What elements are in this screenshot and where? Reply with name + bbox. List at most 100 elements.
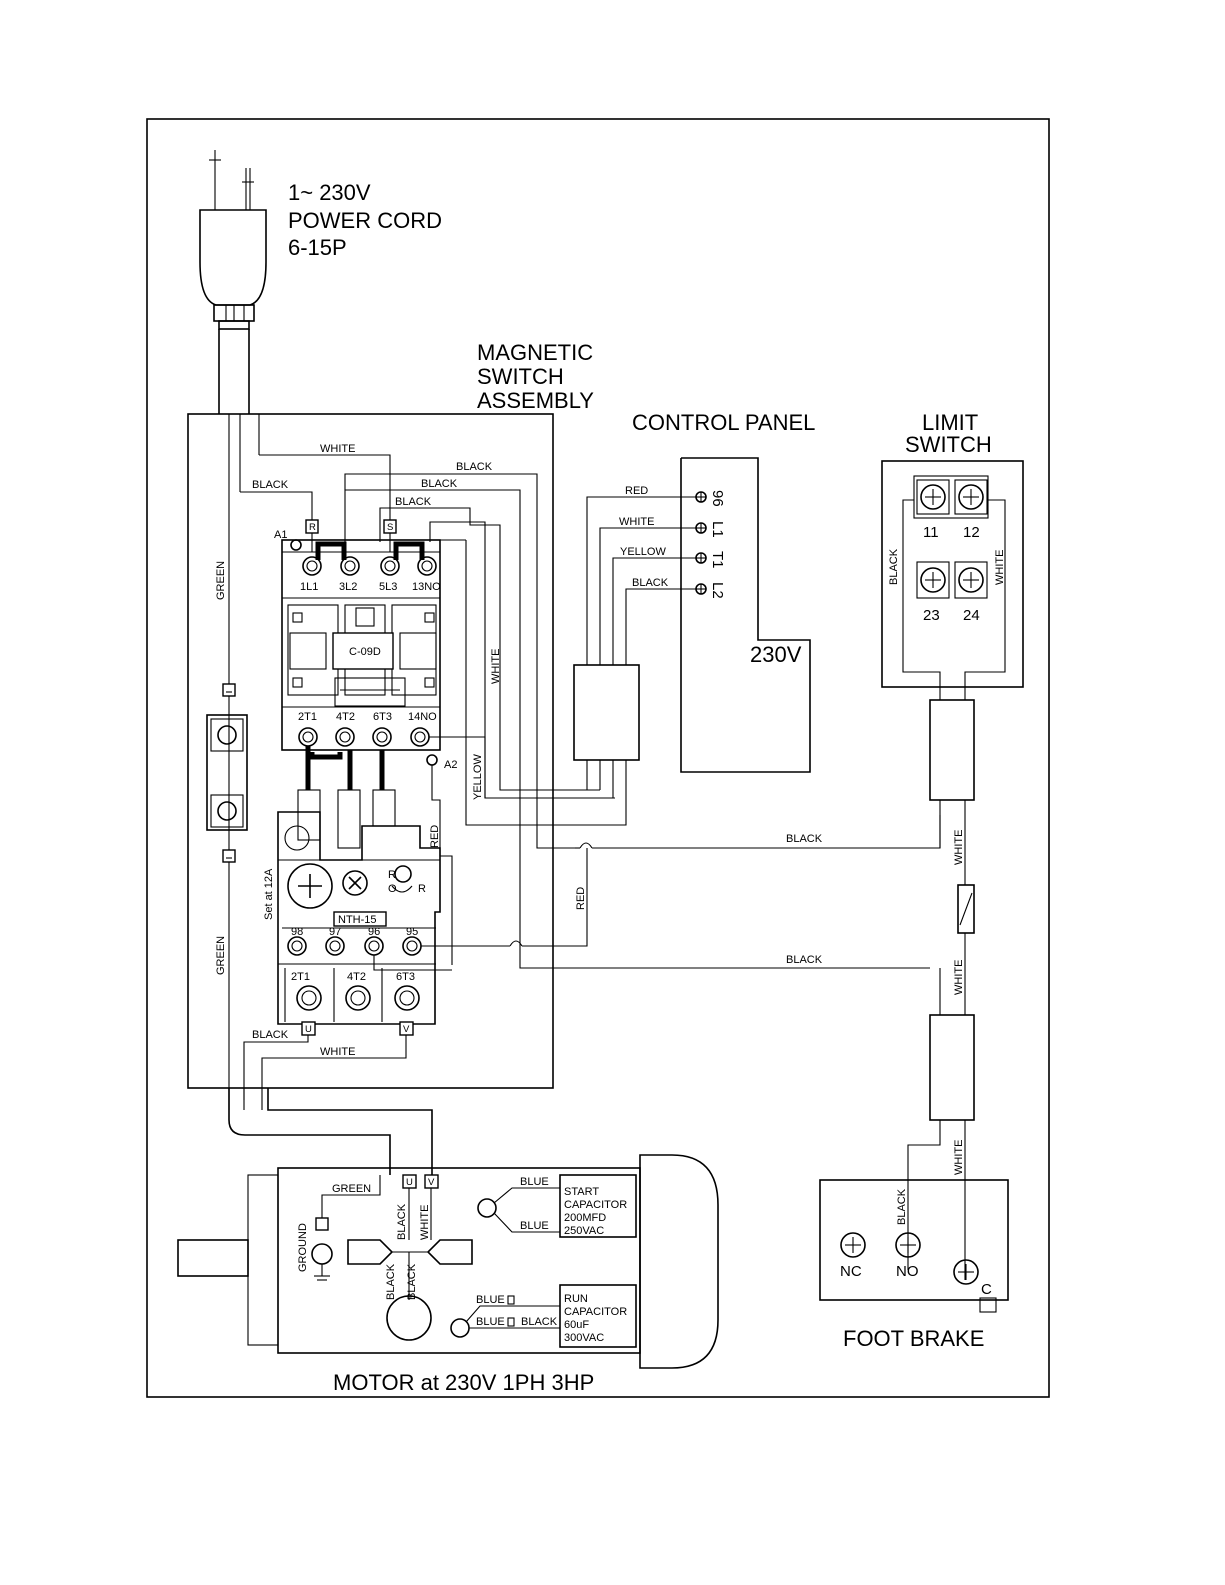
run-cap-2: CAPACITOR [564,1306,627,1318]
wire-green-label-1: GREEN [215,561,227,600]
wire-white-label-motor-v: WHITE [419,1205,431,1240]
term-14no: 14NO [408,711,437,723]
contactor-bottom-terminals [298,727,430,790]
wire-black-label-fb: BLACK [786,954,823,966]
wire-black-label-ls-v: BLACK [888,548,900,585]
power-plug [199,150,267,414]
wire-white-label-ls-v: WHITE [994,550,1006,585]
motor-ground-tag [315,1217,329,1231]
control-panel-box [680,457,811,773]
out-6t3: 6T3 [396,971,415,983]
reset-o: O [388,883,397,895]
wire-black-label-cp: BLACK [632,577,669,589]
start-cap-1: START [564,1186,599,1198]
wire-nut-left [347,1239,394,1265]
contactor-model: C-09D [349,646,381,658]
wire-green-label-motor: GREEN [332,1183,371,1195]
foot-brake-box [819,1179,1009,1301]
limit-switch-terminals [913,475,989,599]
wire-blue-label-2: BLUE [520,1220,549,1232]
contactor-top-terminals [302,541,437,576]
fb-term-nc: NC [840,1263,862,1280]
wire-red-label-1: RED [429,825,441,848]
wire-white-label-ls-2: WHITE [953,960,965,995]
wire-green-label-2: GREEN [215,936,227,975]
magnetic-switch-label-1: MAGNETIC [477,340,593,365]
start-capacitor [559,1174,637,1238]
tag-v-motor-label: V [428,1177,435,1188]
term-1l1: 1L1 [300,581,318,593]
cable-sleeve-ls [929,699,975,801]
run-cap-4: 300VAC [564,1332,604,1344]
power-cord-label-3: 6-15P [288,235,347,260]
overload-model-box [333,911,387,927]
term-13no: 13NO [412,581,441,593]
cp-term-l2: L2 [709,582,726,599]
power-cord-label-2: POWER CORD [288,208,442,233]
reset-r2: R [418,883,426,895]
control-panel-terminals [695,491,707,595]
wire-white-label-top: WHITE [320,443,355,455]
term-5l3: 5L3 [379,581,397,593]
magnetic-switch-label-2: SWITCH [477,364,564,389]
contactor [281,539,441,751]
fb-term-no: NO [896,1263,919,1280]
ls-term-12: 12 [963,524,980,541]
wire-black-label-motor-1: BLACK [385,1263,397,1300]
motor-ground-label: GROUND [297,1223,309,1272]
term-2t1: 2T1 [298,711,317,723]
cp-term-96: 96 [709,490,726,507]
overload-model: NTH-15 [338,914,377,926]
wire-nut-right [426,1239,473,1265]
motor-body [177,1154,719,1369]
ls-term-11: 11 [923,524,939,541]
wire-black-label-ls: BLACK [786,833,823,845]
coil-a1-label: A1 [274,529,287,541]
start-cap-switch [477,1198,497,1218]
term-6t3: 6T3 [373,711,392,723]
ls-term-23: 23 [923,607,940,624]
tag-v-overload-label: V [403,1024,410,1035]
magnetic-switch-label-3: ASSEMBLY [477,388,594,413]
tag-u-overload-label: U [305,1024,312,1035]
out-4t2: 4T2 [347,971,366,983]
power-cord-label-1: 1~ 230V [288,180,371,205]
splice-connector [957,884,975,934]
cable-sleeve-cp [573,664,640,761]
run-cap-3: 60uF [564,1319,589,1331]
run-capacitor [559,1284,637,1348]
wire-black-label-3: BLACK [395,496,432,508]
control-panel-title: CONTROL PANEL [632,410,815,435]
aux-95: 95 [406,926,418,938]
aux-97: 97 [329,926,341,938]
overload-output-terminals [296,985,420,1011]
wire-black-label-2: BLACK [421,478,458,490]
limit-switch-title-1: LIMIT [922,410,978,435]
wire-white-label-cp: WHITE [619,516,654,528]
cable-sleeve-fb [929,1014,975,1121]
ground-terminal-block [206,683,248,863]
diagram-frame [146,118,1050,1398]
cp-term-l1: L1 [709,521,726,538]
wire-blue-label-3: BLUE [476,1294,505,1306]
motor-winding [386,1295,432,1341]
start-cap-4: 250VAC [564,1225,604,1237]
cp-term-t1: T1 [709,551,726,569]
overload-relay [277,789,441,1025]
magnetic-switch-enclosure [187,413,554,1089]
wire-black-label-r: BLACK [252,479,289,491]
tag-u-motor-label: U [406,1177,413,1188]
start-cap-2: CAPACITOR [564,1199,627,1211]
start-cap-3: 200MFD [564,1212,606,1224]
wire-blue-label-4: BLUE [476,1316,505,1328]
aux-98: 98 [291,926,303,938]
wire-white-label-v: WHITE [320,1046,355,1058]
wire-red-label-cp: RED [625,485,648,497]
limit-switch-title-2: SWITCH [905,432,992,457]
coil-a2-label: A2 [444,759,457,771]
aux-terminals [287,936,422,956]
wire-yellow-label: YELLOW [472,754,484,800]
control-panel-voltage: 230V [750,642,802,667]
motor-ground-terminal [311,1243,333,1265]
